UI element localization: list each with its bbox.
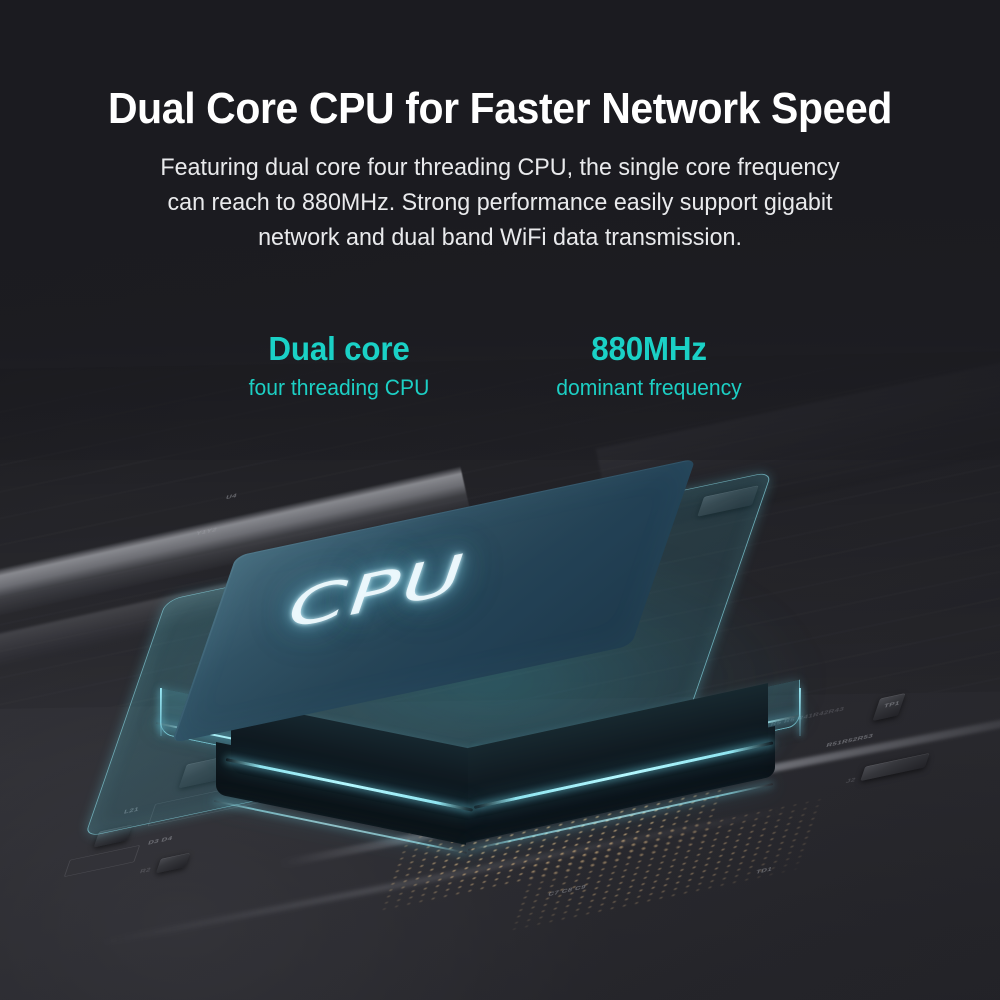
feature-label: dominant frequency <box>556 375 742 400</box>
feature-item-dual-core: Dual core four threading CPU <box>189 330 489 401</box>
page-subcopy: Featuring dual core four threading CPU, … <box>120 150 880 255</box>
feature-highlights: Dual core four threading CPU 880MHz domi… <box>0 330 1000 401</box>
header-fade-overlay <box>0 0 1000 460</box>
text-block: Dual Core CPU for Faster Network Speed F… <box>0 0 1000 255</box>
subcopy-line: can reach to 880MHz. Strong performance … <box>167 189 833 217</box>
feature-value: 880MHz <box>591 330 707 367</box>
feature-value: Dual core <box>268 330 410 367</box>
page-title: Dual Core CPU for Faster Network Speed <box>108 84 892 133</box>
subcopy-line: Featuring dual core four threading CPU, … <box>160 154 840 182</box>
chip-top-face: CPU <box>171 458 696 744</box>
feature-label: four threading CPU <box>248 375 430 400</box>
feature-item-frequency: 880MHz dominant frequency <box>499 330 799 401</box>
subcopy-line: network and dual band WiFi data transmis… <box>258 224 742 252</box>
